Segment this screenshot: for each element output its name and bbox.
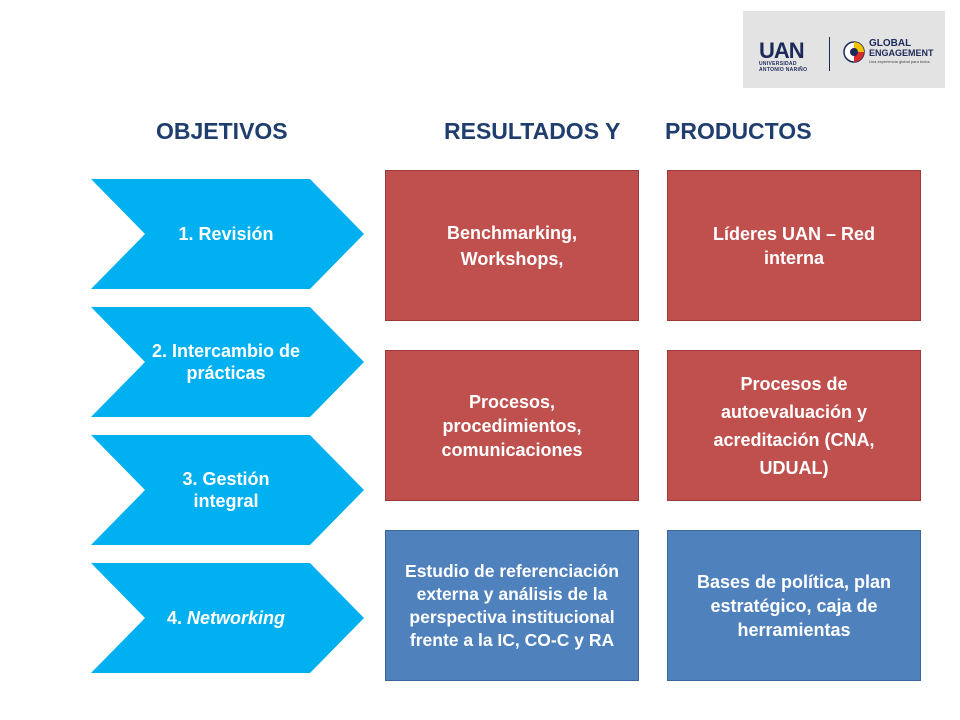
product-text: Líderes UAN – Red interna bbox=[712, 223, 876, 268]
global-logo-text: GLOBAL bbox=[869, 38, 912, 49]
objective-chevron-4: 4. Networking bbox=[91, 563, 364, 673]
chevron-shape bbox=[91, 179, 364, 289]
objective-text: 3. Gestión integral bbox=[182, 469, 270, 511]
objective-label: 1. Revisión bbox=[131, 179, 321, 289]
objective-label: 3. Gestión integral bbox=[151, 435, 301, 545]
heading-productos: PRODUCTOS bbox=[665, 118, 812, 144]
heading-resultados: RESULTADOS Y bbox=[444, 118, 621, 144]
objective-text: 2. Intercambio de prácticas bbox=[151, 341, 301, 383]
globe-icon bbox=[843, 41, 865, 63]
objective-chevron-1: 1. Revisión bbox=[91, 179, 364, 289]
result-box-1: Benchmarking, Workshops, bbox=[385, 170, 639, 321]
engagement-logo-text: ENGAGEMENT bbox=[869, 48, 934, 58]
objective-text-italic: Networking bbox=[187, 608, 286, 628]
uan-logo-subtitle: UNIVERSIDAD ANTONIO NARIÑO bbox=[759, 61, 808, 73]
result-box-2: Procesos, procedimientos, comunicaciones bbox=[385, 350, 639, 501]
chevron-shape bbox=[91, 435, 364, 545]
result-box-3: Estudio de referenciación externa y anál… bbox=[385, 530, 639, 681]
uan-logo-text: UAN bbox=[759, 38, 805, 63]
logo-separator bbox=[829, 37, 830, 71]
result-text: Estudio de referenciación externa y anál… bbox=[405, 560, 619, 650]
result-text: Procesos, procedimientos, comunicaciones bbox=[441, 391, 583, 460]
product-box-3: Bases de política, plan estratégico, caj… bbox=[667, 530, 921, 681]
objective-chevron-3: 3. Gestión integral bbox=[91, 435, 364, 545]
objective-label: 4. Networking bbox=[131, 563, 321, 673]
chevron-shape bbox=[91, 307, 364, 417]
objective-chevron-2: 2. Intercambio de prácticas bbox=[91, 307, 364, 417]
product-text: Bases de política, plan estratégico, caj… bbox=[696, 571, 892, 640]
result-text: Benchmarking, Workshops, bbox=[446, 222, 578, 269]
product-box-1: Líderes UAN – Red interna bbox=[667, 170, 921, 321]
heading-objetivos: OBJETIVOS bbox=[156, 118, 288, 144]
objective-text: 1. Revisión bbox=[178, 224, 274, 244]
chevron-shape bbox=[91, 563, 364, 673]
product-text: Procesos de autoevaluación y acreditació… bbox=[713, 373, 875, 478]
product-box-2: Procesos de autoevaluación y acreditació… bbox=[667, 350, 921, 501]
logo-tagline: Una experiencia global para todos bbox=[869, 59, 930, 64]
logo-panel: UAN UNIVERSIDAD ANTONIO NARIÑO GLOBAL EN… bbox=[743, 11, 945, 88]
objective-label: 2. Intercambio de prácticas bbox=[131, 307, 321, 417]
objective-text: 4. bbox=[166, 608, 187, 628]
